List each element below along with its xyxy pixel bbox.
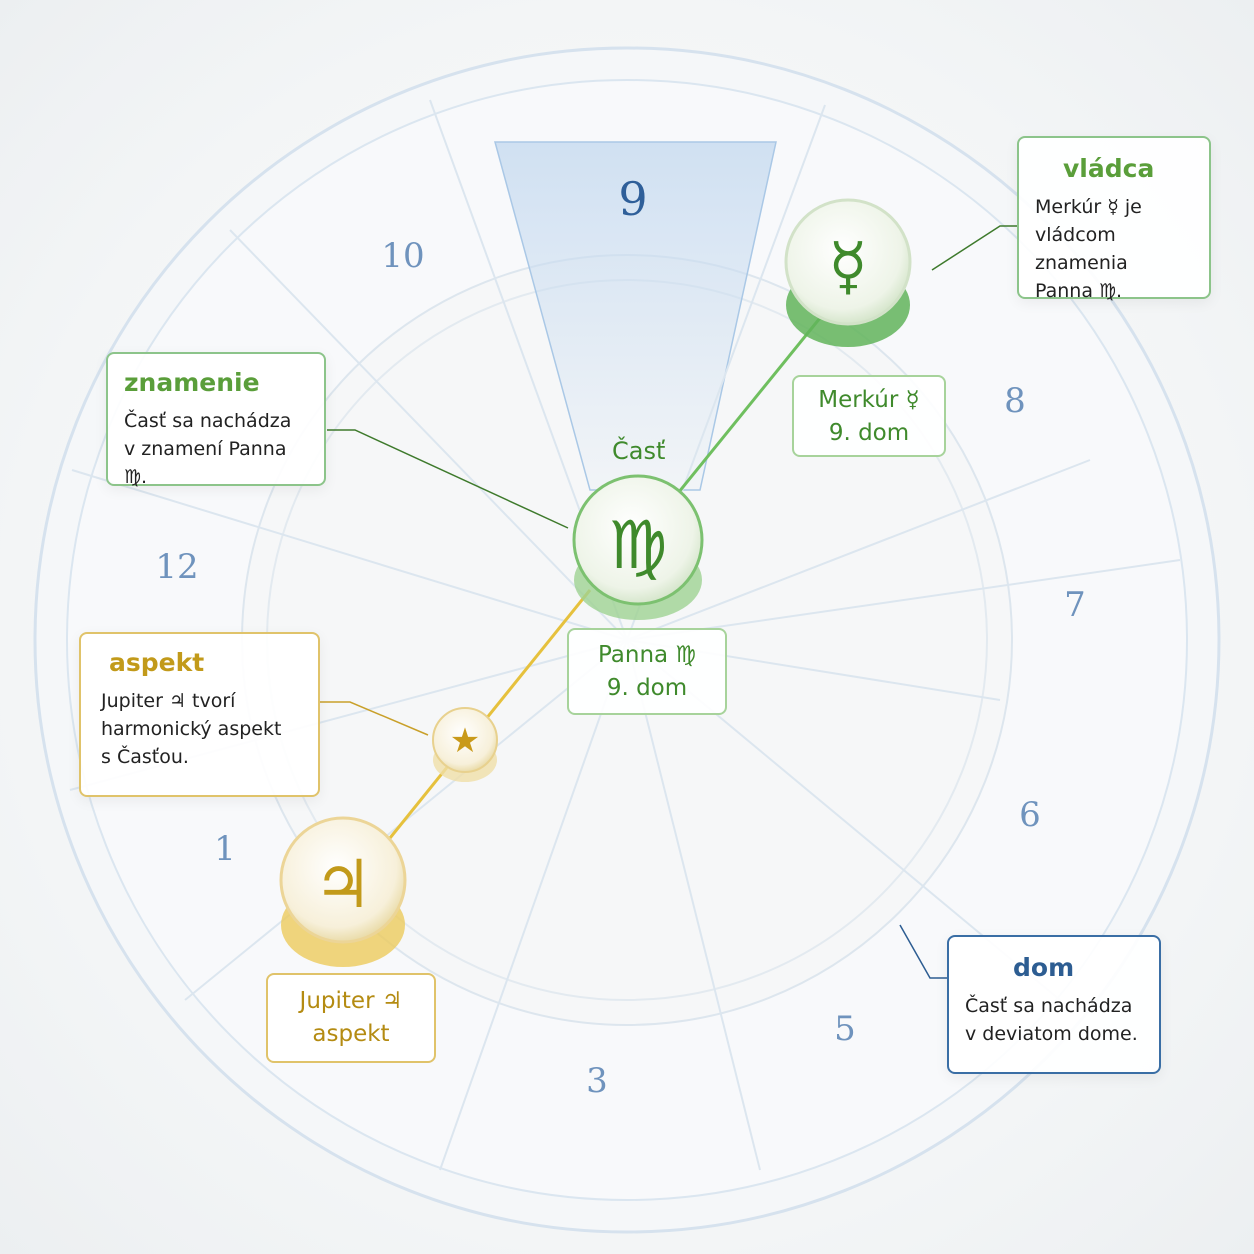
callout-aspekt: aspekt Jupiter ♃ tvorí harmonický aspekt… (79, 632, 320, 797)
house-number-7: 7 (1064, 585, 1086, 625)
jupiter-tag-line-1: Jupiter ♃ (299, 988, 403, 1014)
callout-aspekt-line-1: Jupiter ♃ tvorí (101, 690, 236, 712)
house-number-9: 9 (618, 172, 647, 226)
mercury-tag: Merkúr ☿ 9. dom (792, 375, 946, 457)
znamenie-leader (327, 429, 569, 529)
mercury-icon: ☿ (828, 230, 867, 304)
house-number-3: 3 (586, 1061, 608, 1101)
cast-label: Časť (612, 437, 666, 465)
house-number-8: 8 (1004, 381, 1026, 421)
virgo-icon: ♍ (608, 507, 667, 584)
cast-tag-line-1: Panna ♍ (597, 642, 697, 668)
callout-znamenie-title: znamenie (124, 368, 260, 397)
callout-dom: dom Časť sa nachádza v deviatom dome. (947, 935, 1161, 1074)
callout-vladca-line-2: vládcom znamenia (1035, 224, 1128, 274)
house-number-12: 12 (155, 547, 198, 587)
callout-vladca: vládca Merkúr ☿ je vládcom znamenia Pann… (1017, 136, 1211, 302)
house-number-5: 5 (834, 1009, 856, 1049)
callout-dom-line-2: v deviatom dome. (965, 1023, 1138, 1045)
star-icon: ★ (450, 721, 480, 761)
callout-znamenie-line-2: v znamení Panna ♍. (124, 438, 287, 488)
callout-vladca-line-1: Merkúr ☿ je (1035, 196, 1142, 218)
house-number-6: 6 (1019, 795, 1041, 835)
dom-leader (899, 924, 947, 979)
callout-aspekt-line-3: s Časťou. (101, 746, 189, 768)
house-numbers: 1 12 10 9 8 7 6 5 3 (155, 172, 1085, 1101)
jupiter-token[interactable]: ♃ (279, 816, 407, 967)
jupiter-icon: ♃ (313, 846, 372, 923)
house-9-highlight (494, 141, 777, 491)
cast-token[interactable]: ♍ (572, 474, 704, 620)
callout-aspekt-title: aspekt (109, 648, 205, 677)
callout-aspekt-line-2: harmonický aspekt (101, 718, 282, 740)
callout-dom-line-1: Časť sa nachádza (965, 995, 1133, 1017)
vladca-leader (931, 225, 1017, 271)
cast-tag: Panna ♍ 9. dom (567, 628, 727, 715)
callout-znamenie: znamenie Časť sa nachádza v znamení Pann… (106, 352, 326, 488)
callout-vladca-line-3: Panna ♍. (1035, 280, 1123, 302)
aspekt-leader (320, 701, 429, 736)
cast-tag-line-2: 9. dom (606, 675, 688, 701)
house-number-1: 1 (214, 829, 236, 869)
jupiter-tag: Jupiter ♃ aspekt (266, 973, 436, 1063)
mercury-token[interactable]: ☿ (784, 198, 912, 347)
mercury-tag-line-1: Merkúr ☿ (818, 387, 920, 413)
callout-dom-title: dom (1013, 953, 1075, 982)
callout-vladca-title: vládca (1063, 154, 1155, 183)
jupiter-tag-line-2: aspekt (312, 1021, 390, 1047)
house-number-10: 10 (381, 236, 424, 276)
callout-znamenie-line-1: Časť sa nachádza (124, 410, 292, 432)
aspect-line (388, 589, 592, 839)
aspect-marker[interactable]: ★ (432, 707, 498, 782)
mercury-tag-line-2: 9. dom (828, 420, 910, 446)
